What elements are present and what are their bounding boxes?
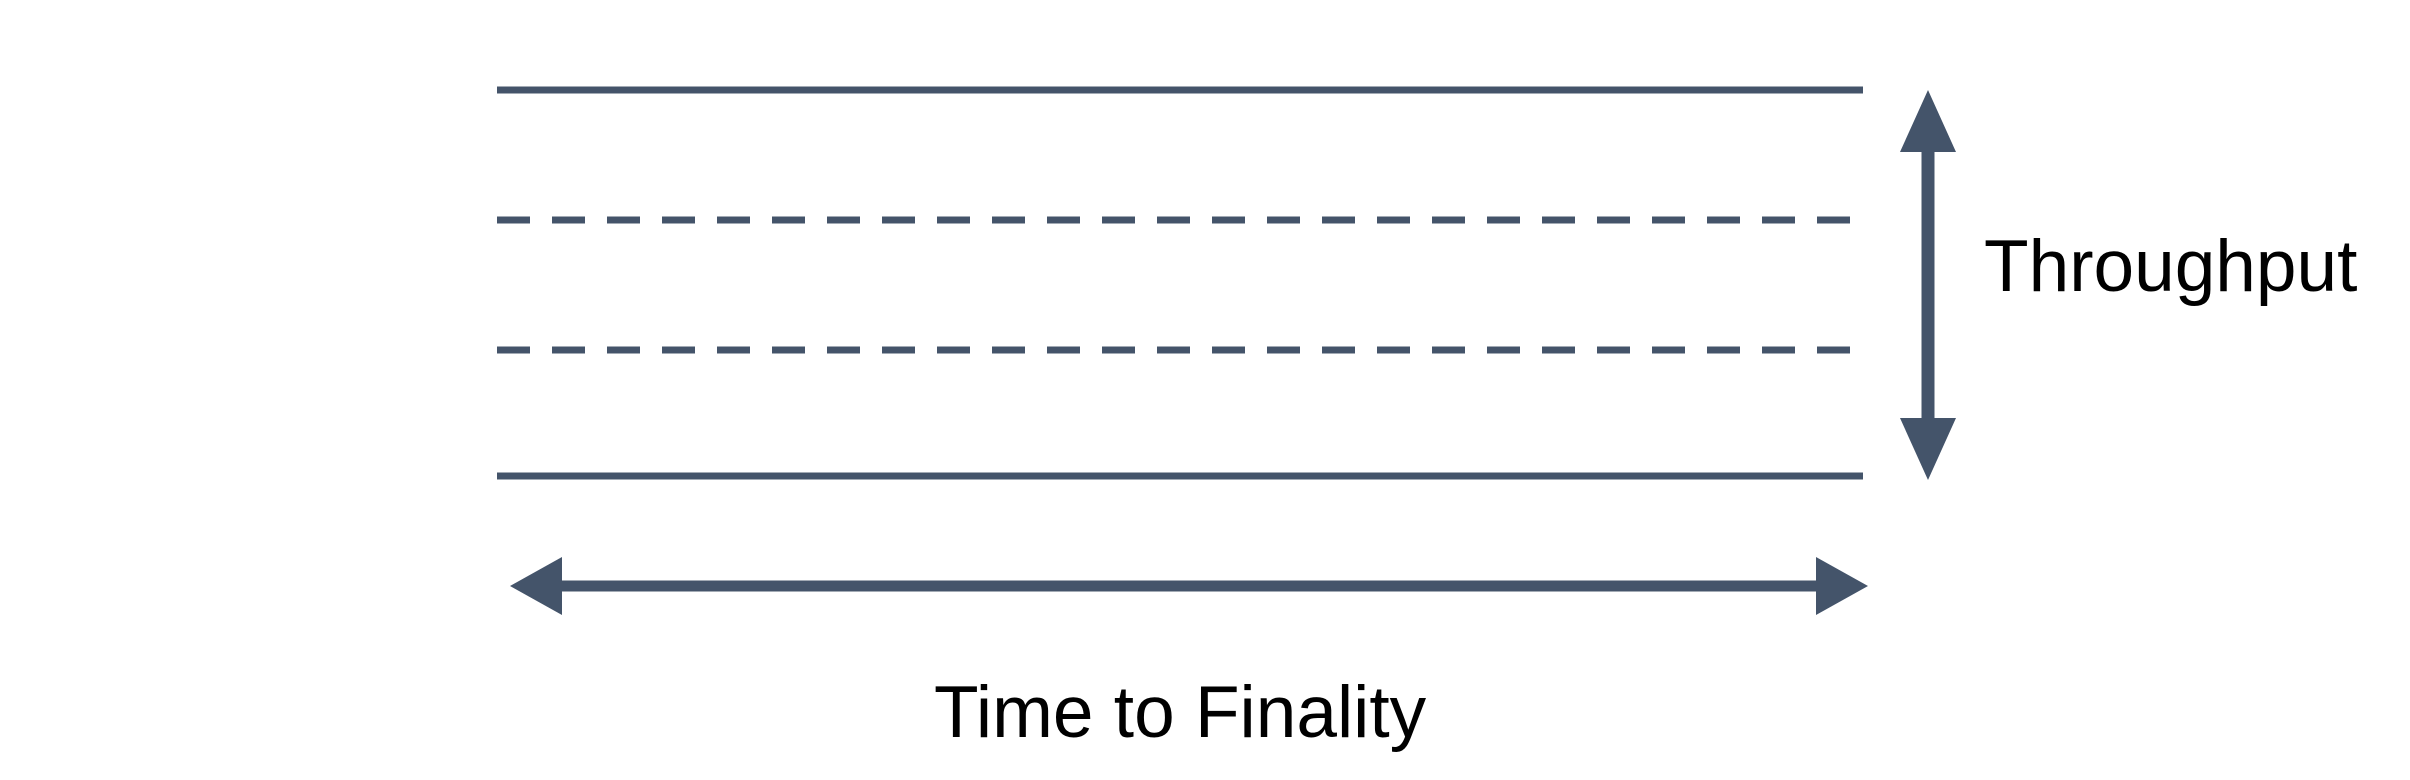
time-to-finality-arrow-head-left: [510, 557, 562, 615]
time-to-finality-arrow-shaft: [556, 580, 1822, 592]
throughput-arrow-head-up: [1900, 90, 1956, 152]
throughput-arrow-shaft: [1921, 148, 1935, 422]
time-to-finality-axis-label: Time to Finality: [934, 672, 1427, 753]
throughput-arrow: [1900, 90, 1956, 480]
time-to-finality-arrow-head-right: [1816, 557, 1868, 615]
throughput-arrow-head-down: [1900, 418, 1956, 480]
time-to-finality-arrow: [510, 557, 1868, 615]
lane-lines: [497, 86, 1863, 480]
throughput-axis-label: Throughput: [1984, 226, 2358, 307]
